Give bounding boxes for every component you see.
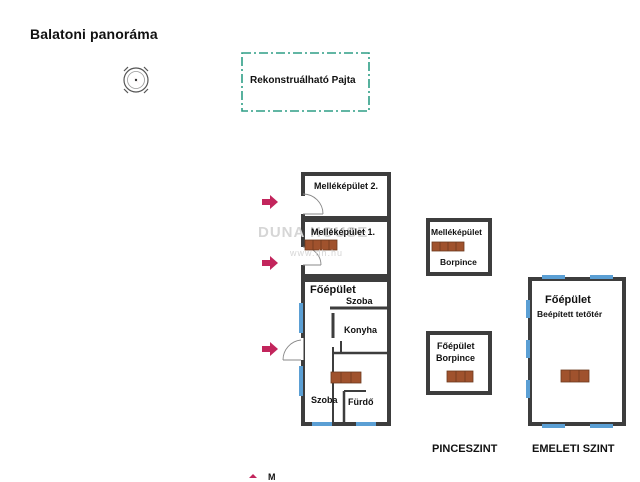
cellar-main-line2: Borpince — [436, 353, 476, 363]
legend-fragment: M — [268, 472, 276, 482]
room-top-label: Szoba — [346, 296, 373, 306]
staircase-icon — [560, 369, 590, 383]
main-building — [282, 278, 391, 426]
room-bottom-label: Szoba — [311, 395, 338, 405]
upper-main-line1: Főépület — [545, 294, 591, 306]
staircase-icon — [431, 241, 465, 252]
cellar-level-label: PINCESZINT — [432, 443, 498, 455]
upper-main-line2: Beépített tetőtér — [537, 309, 603, 319]
upper-level-label: EMELETI SZINT — [532, 443, 615, 455]
reconstructable-barn-label: Rekonstruálható Pajta — [250, 75, 356, 86]
cellar-outbuilding-line1: Melléképület — [431, 227, 483, 237]
cellar-main — [426, 331, 492, 395]
watermark: DUNA HOUSE — [258, 224, 369, 241]
watermark-url: www.dh.hu — [290, 248, 344, 258]
bathroom-label: Fürdő — [348, 397, 374, 407]
cellar-outbuilding-line2: Borpince — [440, 257, 477, 267]
compass-icon — [123, 66, 149, 94]
reconstructable-barn-outline — [241, 52, 370, 112]
page-title: Balatoni panoráma — [30, 26, 158, 42]
outbuilding-1 — [300, 218, 391, 278]
staircase-icon — [330, 371, 362, 384]
cellar-main-line1: Főépület — [437, 341, 475, 351]
kitchen-label: Konyha — [344, 325, 378, 335]
main-building-label: Főépület — [310, 284, 356, 296]
upper-main — [526, 275, 626, 428]
outbuilding-2 — [300, 172, 391, 220]
entrance-arrow-icon — [262, 195, 278, 356]
cellar-outbuilding — [426, 218, 492, 276]
legend-arrow-icon — [249, 474, 257, 478]
staircase-icon — [304, 239, 338, 251]
outbuilding-2-label: Melléképület 2. — [314, 181, 379, 191]
staircase-icon — [446, 370, 474, 383]
outbuilding-1-label: Melléképület 1. — [311, 227, 376, 237]
